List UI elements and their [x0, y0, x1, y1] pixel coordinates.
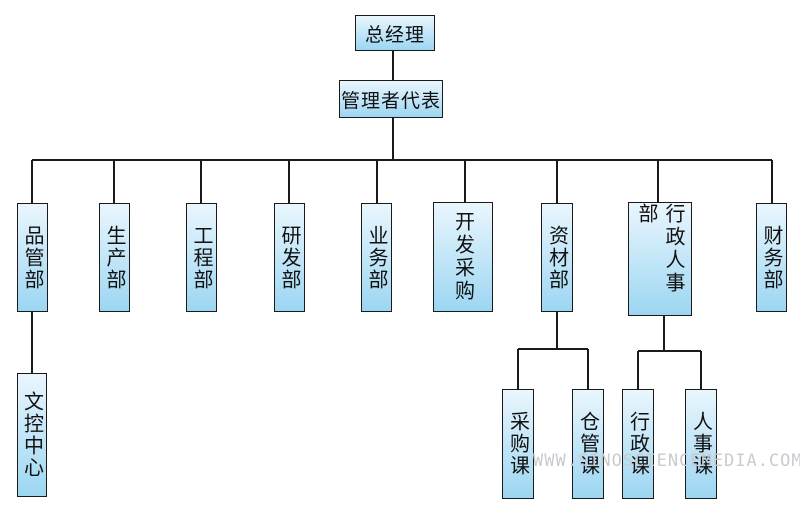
ceo-label: 总经理 [364, 23, 425, 46]
dept-production-label: 生产部 [103, 224, 127, 291]
dept-quality-box: 品管部 [17, 203, 48, 312]
dept-purchasing-dev-box: 开发采购 [433, 202, 493, 312]
dept-finance-label: 财务部 [760, 224, 784, 291]
dept-admin-hr-label: 行政人事部 [635, 203, 686, 295]
dept-rnd-label: 研发部 [278, 224, 302, 291]
unit-warehouse-box: 仓管课 [572, 389, 604, 499]
management-rep-box: 管理者代表 [339, 80, 443, 118]
dept-quality-label: 品管部 [21, 224, 45, 291]
unit-warehouse-label: 仓管课 [576, 411, 601, 477]
dept-sales-box: 业务部 [361, 203, 392, 312]
dept-engineering-label: 工程部 [190, 224, 214, 291]
unit-admin-label: 行政课 [626, 411, 651, 477]
management-rep-label: 管理者代表 [340, 89, 441, 112]
dept-rnd-box: 研发部 [274, 203, 305, 312]
dept-production-box: 生产部 [99, 203, 130, 312]
watermark-text: WWW.SINOSCIENCEMEDIA.COM [533, 451, 800, 471]
dept-materials-label: 资材部 [545, 224, 570, 291]
unit-hr-label: 人事课 [689, 411, 714, 477]
dept-engineering-box: 工程部 [186, 203, 217, 312]
dept-sales-label: 业务部 [365, 224, 389, 291]
dept-purchasing-dev-label: 开发采购 [451, 211, 476, 303]
unit-doc-control-box: 文控中心 [17, 373, 47, 497]
ceo-box: 总经理 [355, 15, 435, 51]
unit-doc-control-label: 文控中心 [20, 391, 45, 479]
dept-admin-hr-box: 行政人事部 [628, 202, 692, 316]
unit-purchasing-box: 采购课 [502, 389, 534, 499]
unit-purchasing-label: 采购课 [506, 411, 531, 477]
dept-materials-box: 资材部 [541, 203, 573, 312]
unit-admin-box: 行政课 [622, 389, 654, 499]
unit-hr-box: 人事课 [685, 389, 717, 499]
dept-finance-box: 财务部 [756, 203, 787, 312]
